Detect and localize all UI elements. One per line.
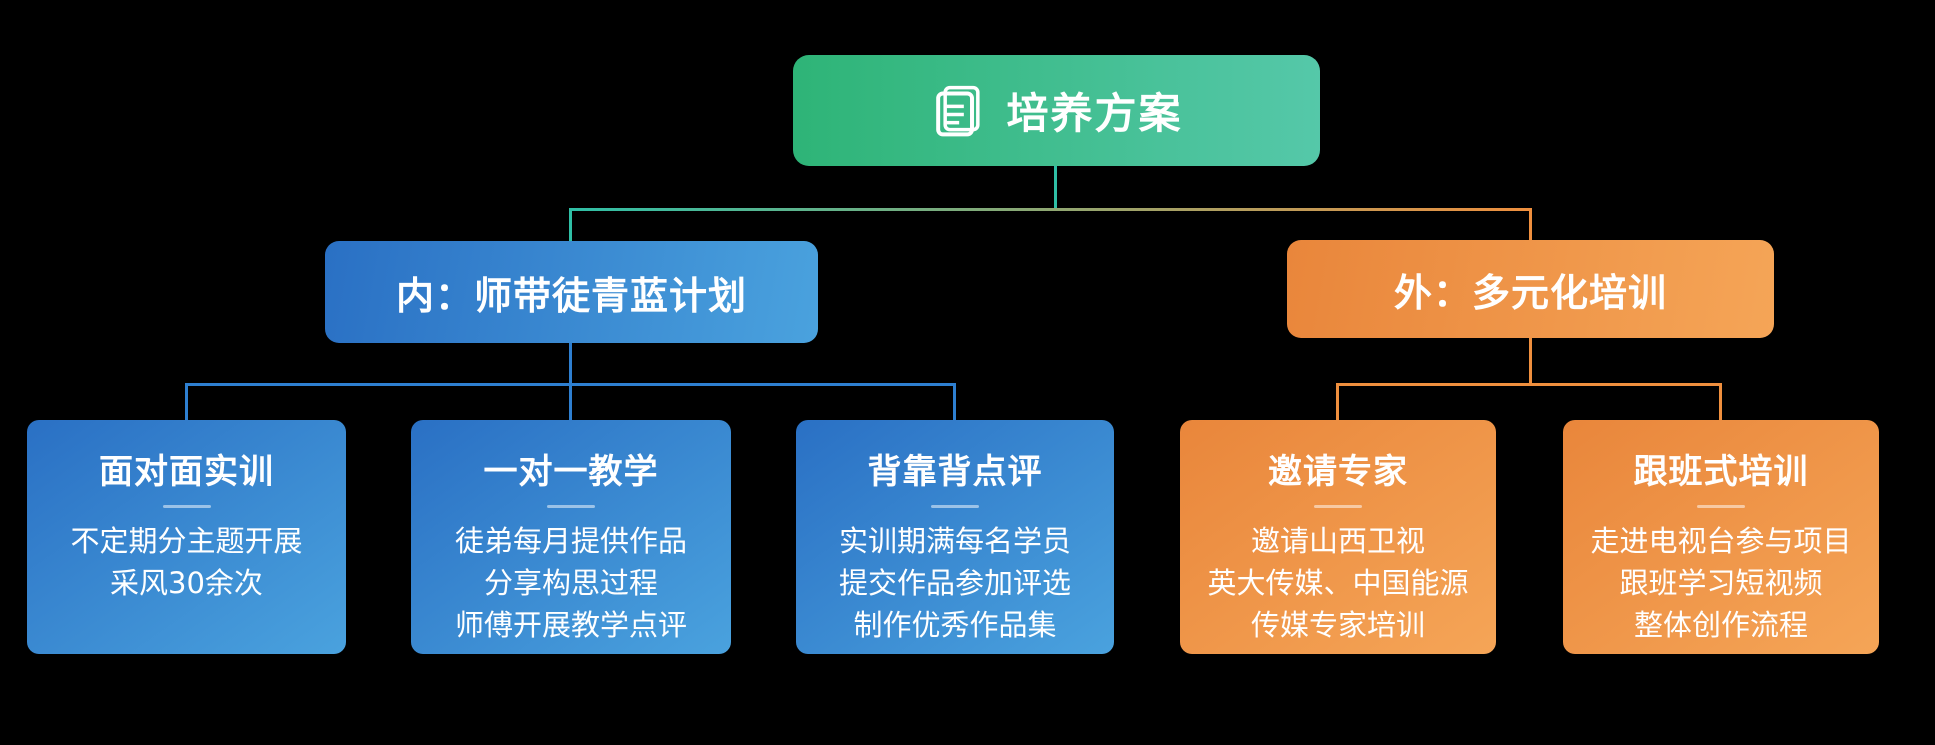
connector-child4-stem bbox=[1336, 383, 1339, 420]
child-card-one-on-one: 一对一教学 徒弟每月提供作品 分享构思过程 师傅开展教学点评 bbox=[411, 420, 731, 654]
title-divider bbox=[162, 505, 211, 508]
branch-node-internal: 内：师带徒青蓝计划 bbox=[325, 241, 818, 343]
child-card-back-to-back: 背靠背点评 实训期满每名学员 提交作品参加评选 制作优秀作品集 bbox=[796, 420, 1114, 654]
child-card-invite-experts: 邀请专家 邀请山西卫视 英大传媒、中国能源 传媒专家培训 bbox=[1180, 420, 1496, 654]
body-line: 实训期满每名学员 bbox=[838, 524, 1071, 558]
body-line: 制作优秀作品集 bbox=[853, 608, 1057, 643]
child-card-shadow-training: 跟班式培训 走进电视台参与项目 跟班学习短视频 整体创作流程 bbox=[1563, 420, 1879, 654]
body-line: 走进电视台参与项目 bbox=[1590, 524, 1852, 558]
child-card-body: 徒弟每月提供作品 分享构思过程 师傅开展教学点评 bbox=[445, 520, 697, 646]
root-node-training-plan: 培养方案 bbox=[793, 55, 1320, 166]
child-card-title: 跟班式培训 bbox=[1633, 452, 1809, 492]
branch-node-external: 外：多元化培训 bbox=[1287, 240, 1774, 338]
body-line: 邀请山西卫视 bbox=[1250, 524, 1425, 558]
child-card-face-to-face: 面对面实训 不定期分主题开展 采风30余次 bbox=[27, 420, 346, 654]
title-divider bbox=[1697, 505, 1745, 508]
document-icon bbox=[930, 83, 986, 139]
body-line: 不定期分主题开展 bbox=[70, 524, 303, 558]
title-divider bbox=[1314, 505, 1362, 508]
connector-child5-stem bbox=[1719, 383, 1722, 420]
connector-external-down bbox=[1529, 338, 1532, 383]
child-card-body: 邀请山西卫视 英大传媒、中国能源 传媒专家培训 bbox=[1197, 520, 1478, 646]
connector-child2-stem bbox=[569, 383, 572, 420]
child-card-body: 不定期分主题开展 采风30余次 bbox=[60, 520, 312, 604]
body-line: 传媒专家培训 bbox=[1250, 608, 1425, 643]
title-divider bbox=[547, 505, 595, 508]
body-line: 徒弟每月提供作品 bbox=[454, 524, 687, 558]
child-card-title: 一对一教学 bbox=[483, 452, 659, 492]
child-card-title: 邀请专家 bbox=[1268, 452, 1408, 492]
body-line: 整体创作流程 bbox=[1633, 608, 1808, 643]
body-line: 师傅开展教学点评 bbox=[454, 608, 687, 643]
root-title: 培养方案 bbox=[1006, 89, 1183, 138]
child-card-body: 实训期满每名学员 提交作品参加评选 制作优秀作品集 bbox=[829, 520, 1081, 646]
body-line: 英大传媒、中国能源 bbox=[1207, 566, 1469, 601]
connector-root-stem bbox=[1054, 166, 1057, 210]
child-card-title: 面对面实训 bbox=[99, 452, 274, 492]
body-line: 采风30余次 bbox=[110, 566, 263, 601]
body-line: 分享构思过程 bbox=[483, 566, 658, 601]
connector-internal-down bbox=[569, 343, 572, 383]
connector-level1-horizontal bbox=[569, 208, 1532, 211]
branch-external-title: 外：多元化培训 bbox=[1393, 270, 1667, 315]
body-line: 提交作品参加评选 bbox=[838, 566, 1071, 601]
child-card-body: 走进电视台参与项目 跟班学习短视频 整体创作流程 bbox=[1580, 520, 1861, 646]
connector-child1-stem bbox=[185, 383, 188, 420]
title-divider bbox=[931, 505, 979, 508]
connector-internal-stem bbox=[569, 208, 572, 241]
connector-external-horizontal bbox=[1336, 383, 1722, 386]
connector-child3-stem bbox=[953, 383, 956, 420]
child-card-title: 背靠背点评 bbox=[867, 452, 1043, 492]
body-line: 跟班学习短视频 bbox=[1619, 566, 1823, 601]
branch-internal-title: 内：师带徒青蓝计划 bbox=[395, 273, 747, 318]
connector-external-stem bbox=[1529, 208, 1532, 240]
